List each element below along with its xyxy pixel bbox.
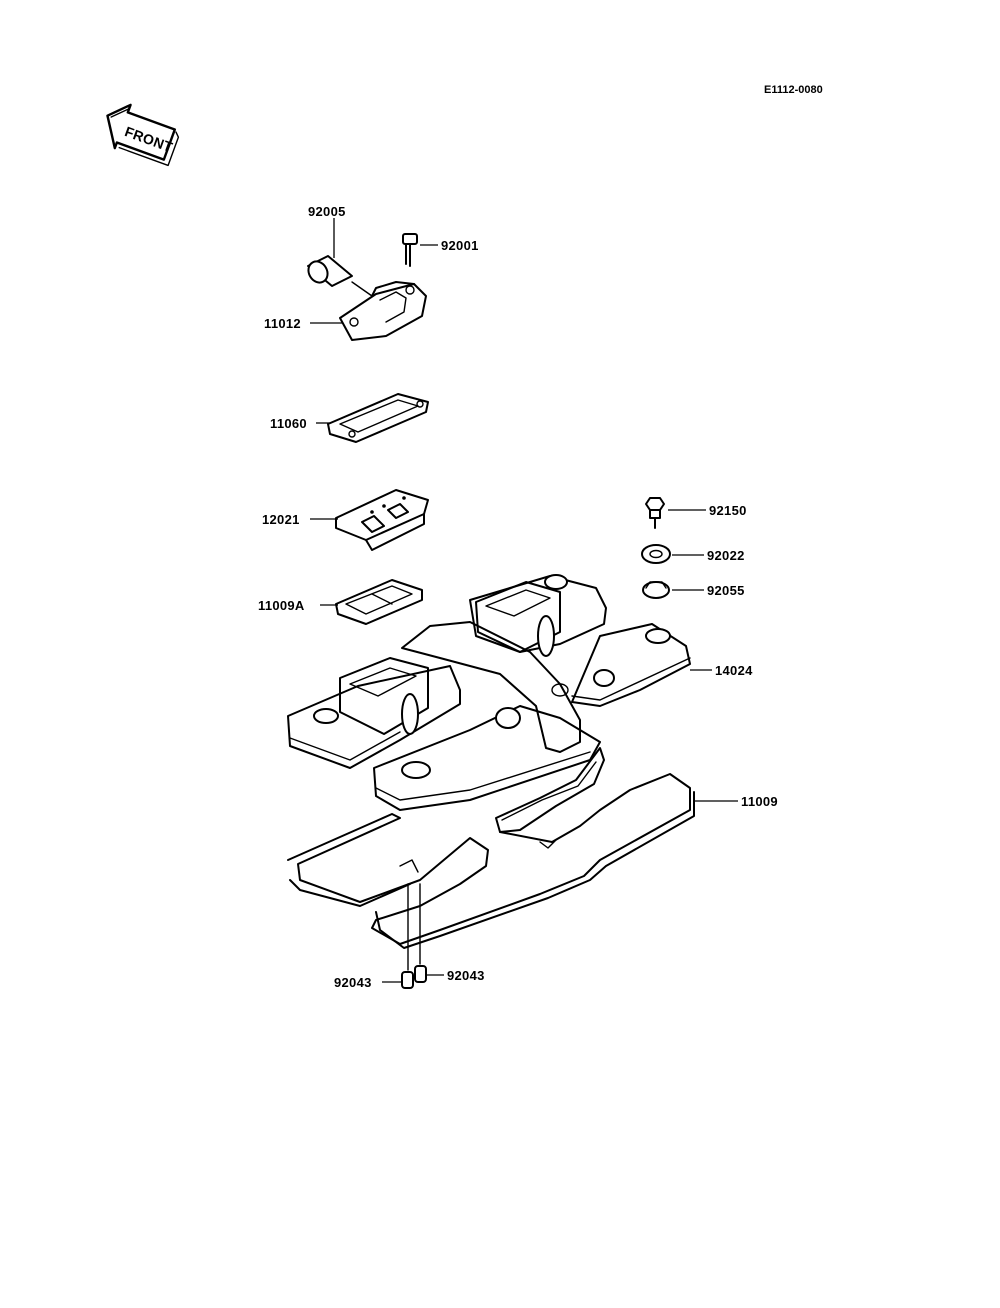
part-11009-gasket: [287, 747, 738, 949]
label-11009a: 11009A: [258, 598, 305, 613]
part-11012-breather-cover: [310, 281, 427, 341]
part-92055-grommet: [642, 581, 704, 599]
label-12021: 12021: [262, 512, 300, 527]
part-92001-bolt: [402, 233, 438, 267]
label-92005: 92005: [308, 204, 346, 219]
part-14024-head-cover: [287, 574, 712, 811]
front-arrow-icon: FRONT: [106, 103, 180, 167]
diagram-code: E1112-0080: [764, 84, 823, 96]
label-92043-right: 92043: [447, 968, 485, 983]
label-14024: 14024: [715, 663, 753, 678]
label-92150: 92150: [709, 503, 747, 518]
part-92005-cap: [307, 218, 353, 287]
label-11012: 11012: [264, 316, 301, 331]
part-92043-plug-right: [414, 883, 444, 983]
part-11060-gasket: [316, 393, 429, 443]
part-92022-washer: [641, 544, 704, 564]
part-11009a-gasket: [320, 579, 423, 625]
label-92043-left: 92043: [334, 975, 372, 990]
part-92150-bolt: [645, 497, 706, 529]
label-92001: 92001: [441, 238, 479, 253]
part-92043-plug-left: [382, 883, 414, 989]
label-92022: 92022: [707, 548, 745, 563]
part-12021-plate: [310, 489, 429, 551]
label-11060: 11060: [270, 416, 307, 431]
label-11009: 11009: [741, 794, 778, 809]
label-92055: 92055: [707, 583, 745, 598]
